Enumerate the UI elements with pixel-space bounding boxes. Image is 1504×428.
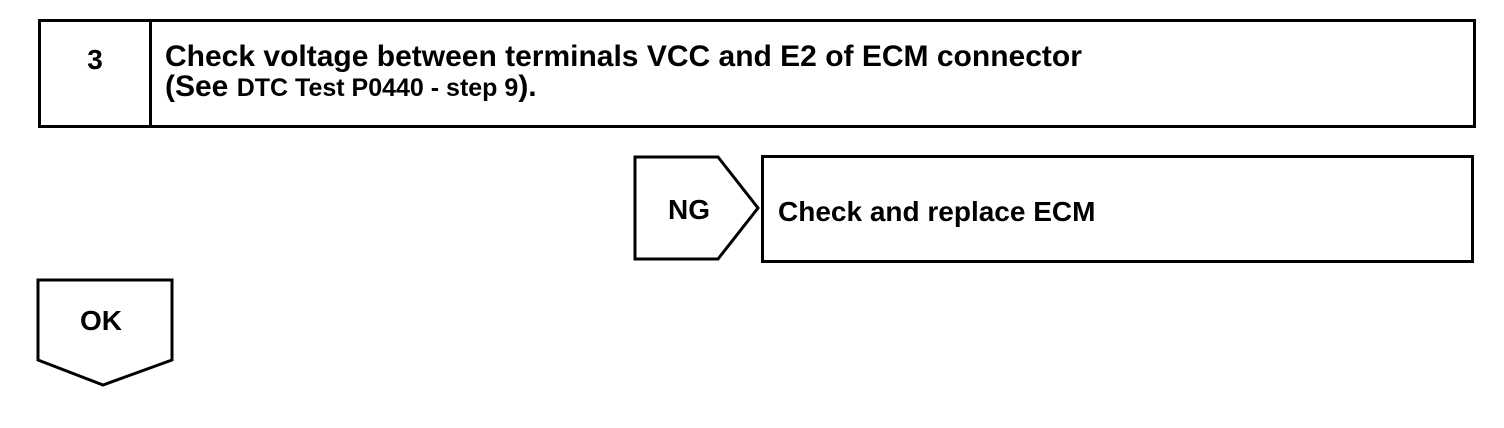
- step-box: 3 Check voltage between terminals VCC an…: [38, 19, 1476, 128]
- step-instruction-line2: (See DTC Test P0440 - step 9).: [165, 72, 1082, 103]
- see-prefix: (See: [165, 70, 237, 103]
- ok-arrow-shape: [36, 278, 174, 387]
- ng-label: NG: [668, 194, 710, 225]
- dtc-reference: DTC Test P0440 - step 9: [236, 74, 519, 102]
- ng-arrow-shape: [633, 155, 760, 261]
- step-instruction-line1: Check voltage between terminals VCC and …: [165, 40, 1082, 73]
- ok-label: OK: [80, 305, 122, 336]
- step-number: 3: [41, 22, 152, 125]
- ng-action-box: Check and replace ECM: [761, 155, 1474, 263]
- step-instruction: Check voltage between terminals VCC and …: [152, 22, 1082, 125]
- see-suffix: ).: [518, 70, 537, 103]
- ng-action-text: Check and replace ECM: [778, 196, 1096, 227]
